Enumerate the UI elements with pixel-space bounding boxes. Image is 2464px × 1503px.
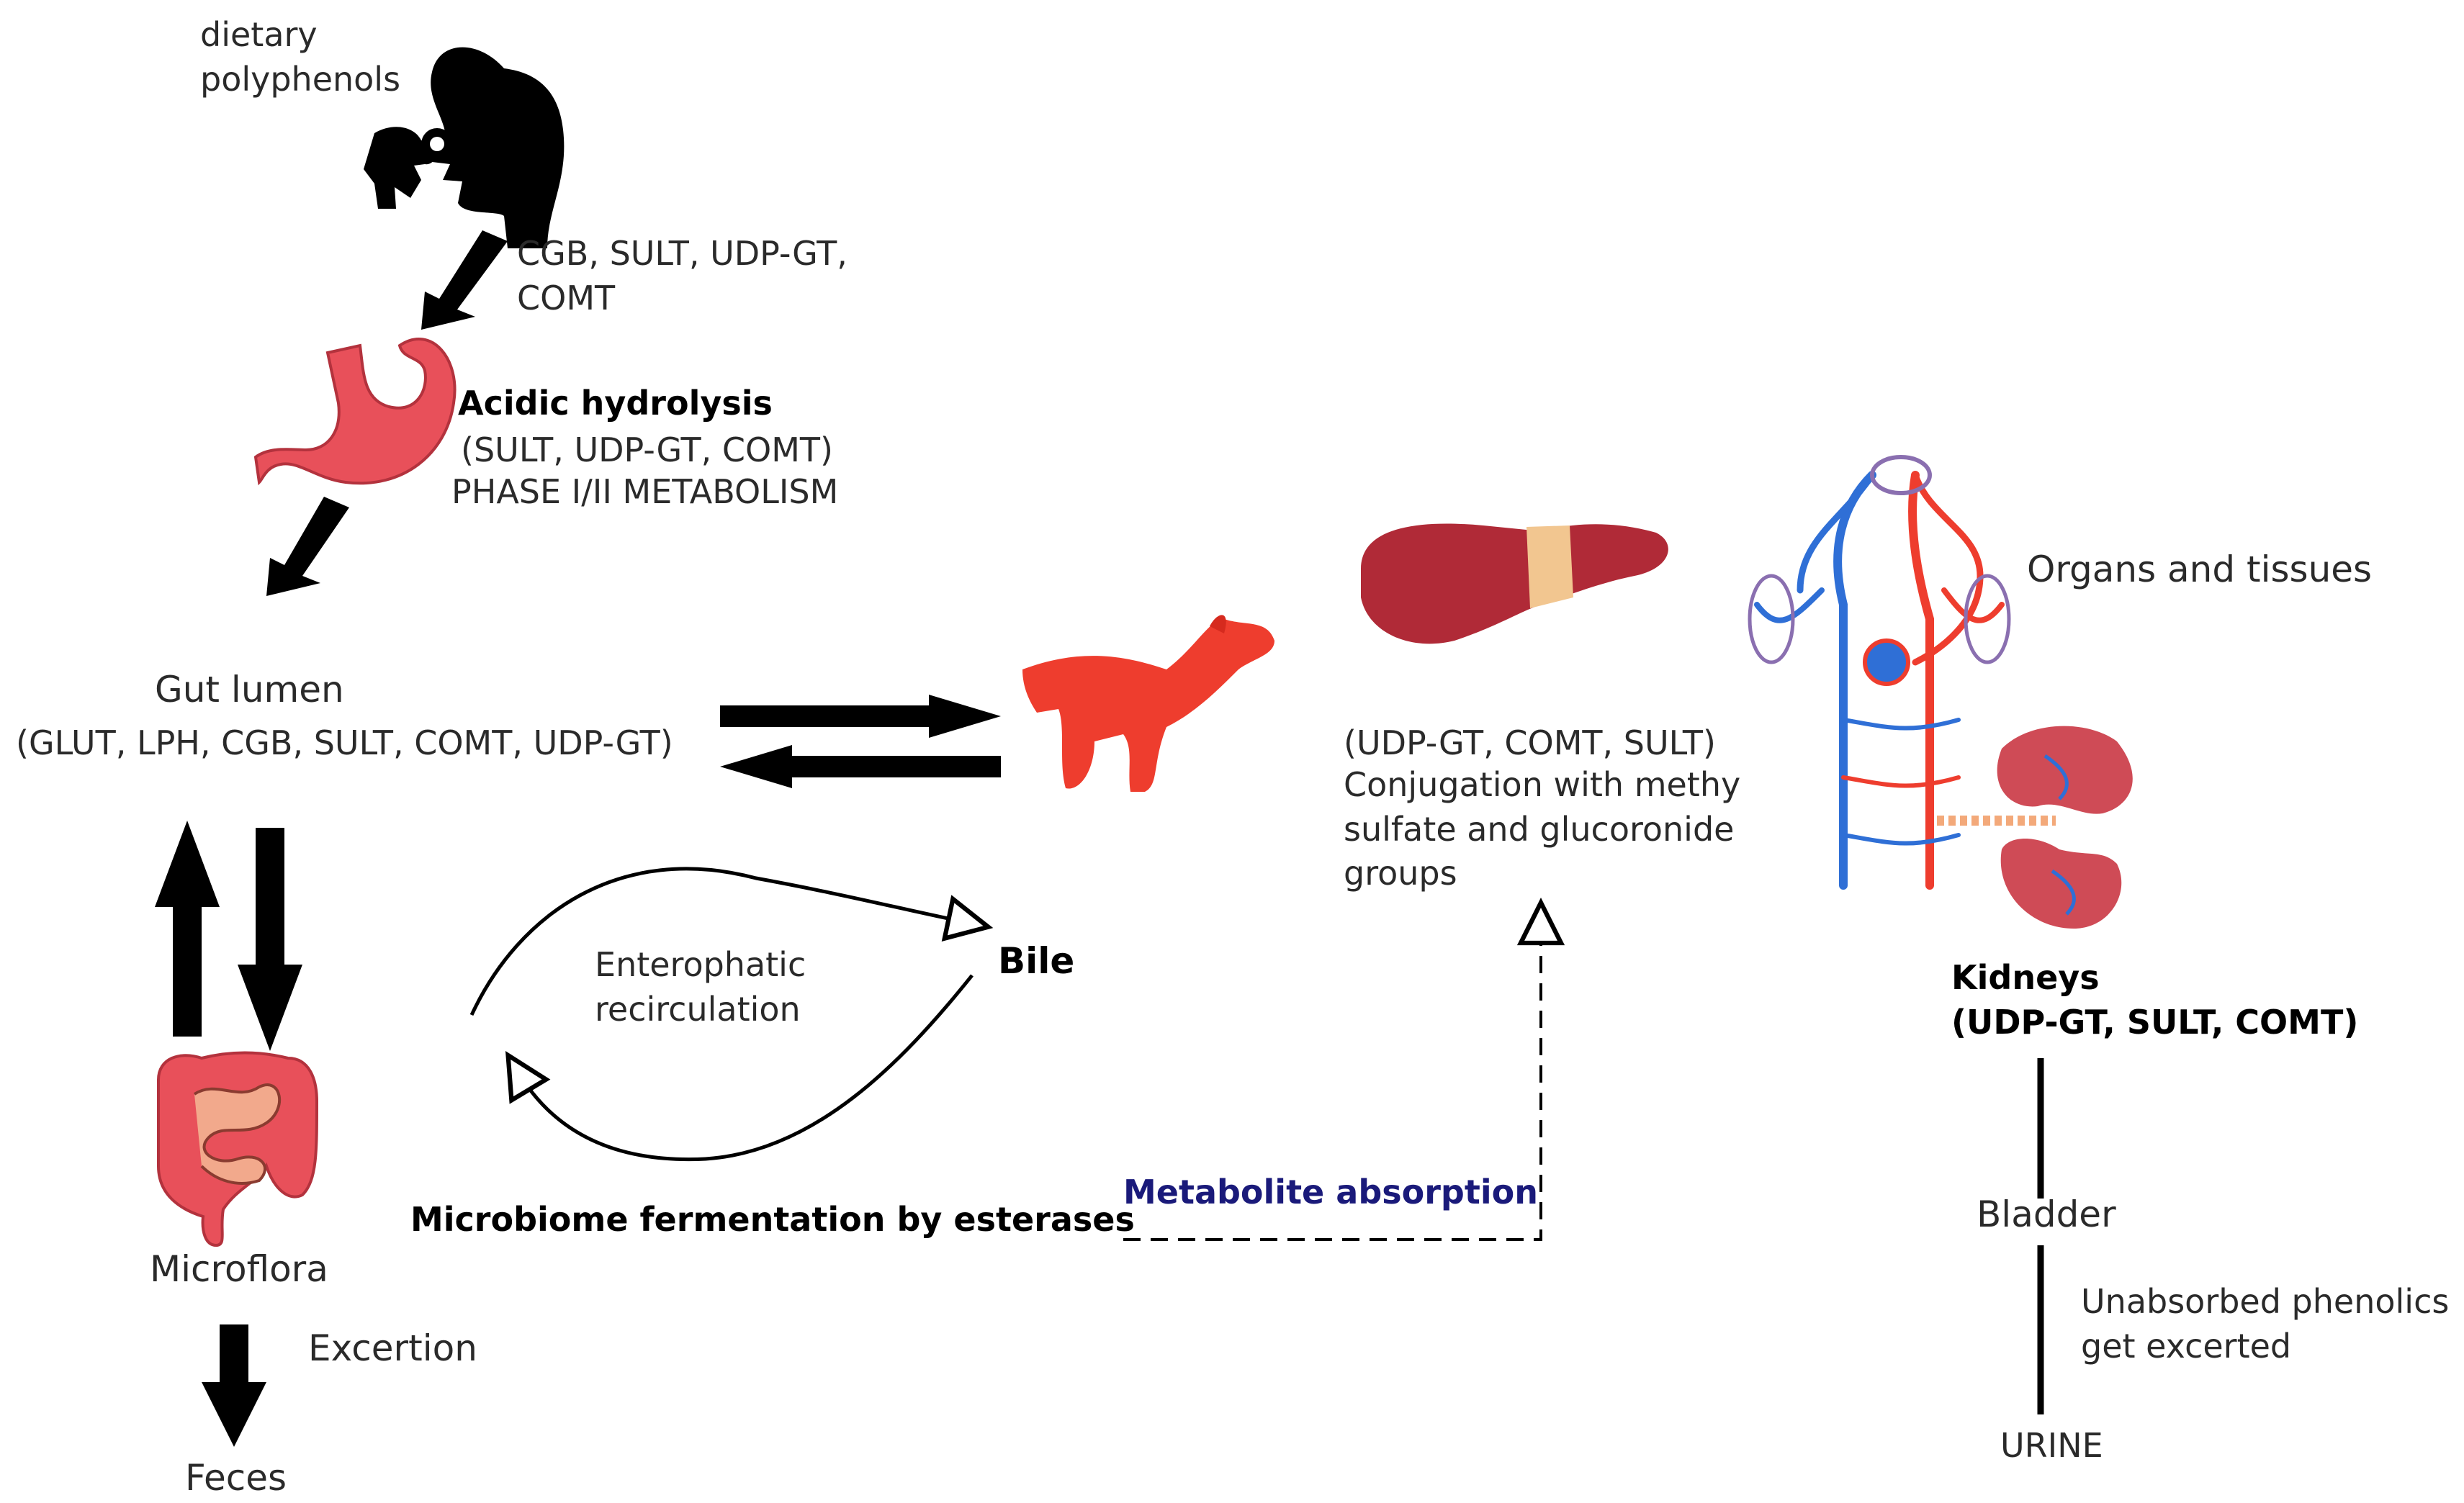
stomach-icon	[253, 338, 457, 486]
gut-lumen-enzymes: (GLUT, LPH, CGB, SULT, COMT, UDP-GT)	[16, 723, 673, 762]
liver-enzymes-label: (UDP-GT, COMT, SULT)	[1344, 723, 1716, 762]
urine-label: URINE	[2000, 1426, 2103, 1465]
arrow-stomach-to-gut	[266, 497, 349, 596]
arrow-mouth-to-stomach	[421, 230, 508, 330]
head-eating-icon	[364, 47, 565, 248]
enterohepatic-lower-curve	[518, 974, 974, 1162]
arrow-artery-to-gut	[720, 745, 1001, 788]
oral-enzymes-label: CGB, SULT, UDP-GT, COMT	[517, 234, 847, 317]
bladder-label: Bladder	[1977, 1193, 2116, 1235]
microflora-label: Microflora	[150, 1248, 328, 1290]
excretion-label: Excertion	[308, 1327, 477, 1369]
intake-label: dietary polyphenols	[200, 15, 401, 99]
kidney-icon	[1937, 726, 2133, 929]
microbiome-label: Microbiome fermentation by esterases	[410, 1200, 1135, 1239]
kidneys-label: Kidneys (UDP-GT, SULT, COMT)	[1951, 958, 2359, 1042]
enterohepatic-upper-curve	[469, 867, 968, 1016]
arrows	[155, 230, 1001, 1447]
liver-icon	[1361, 523, 1668, 644]
artery-icon	[1022, 615, 1274, 792]
arrow-gut-to-microflora	[238, 828, 302, 1051]
arrow-microflora-to-gut	[155, 821, 220, 1037]
bile-label: Bile	[998, 940, 1075, 982]
liver-conjugation-label: Conjugation with methy sulfate and gluco…	[1344, 765, 1741, 893]
feces-label: Feces	[185, 1457, 287, 1499]
stomach-enzymes-label: (SULT, UDP-GT, COMT)	[461, 430, 833, 469]
arrow-gut-to-artery	[720, 695, 1001, 738]
gut-lumen-title: Gut lumen	[155, 669, 344, 710]
enterohepatic-label: Enterophatic recirculation	[595, 945, 806, 1029]
stomach-phase-label: PHASE I/II METABOLISM	[451, 472, 839, 511]
metabolite-absorption-line	[1123, 923, 1541, 1241]
unabsorbed-label: Unabsorbed phenolics get excerted	[2081, 1282, 2450, 1366]
stomach-label: Acidic hydrolysis	[458, 384, 773, 423]
metabolite-absorption-label: Metabolite absorption	[1123, 1173, 1538, 1211]
circulatory-system-icon	[1748, 455, 2011, 890]
intestine-icon	[157, 1051, 319, 1247]
organs-tissues-label: Organs and tissues	[2027, 549, 2373, 590]
arrow-to-feces	[202, 1324, 266, 1447]
